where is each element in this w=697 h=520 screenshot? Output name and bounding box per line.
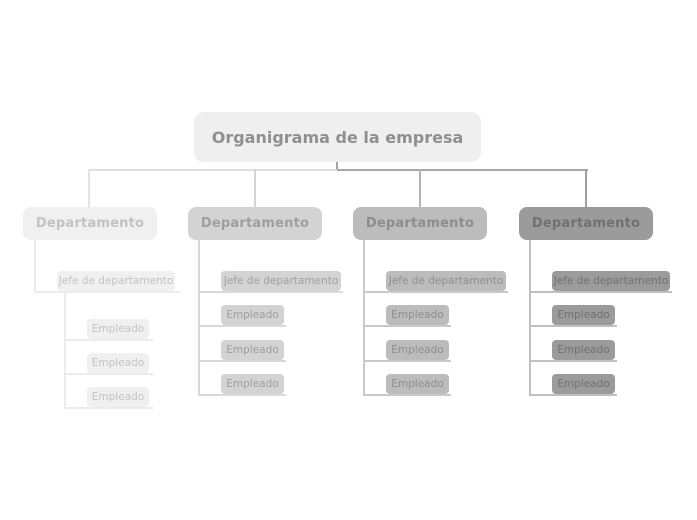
connector-col2-employee-stub bbox=[198, 394, 286, 396]
department-node-3[interactable]: Departamento bbox=[353, 207, 487, 240]
connector-top-horizontal-right bbox=[337, 169, 588, 171]
connector-col4-employee-stub bbox=[529, 325, 617, 327]
connector-col3-trunk bbox=[363, 240, 365, 396]
department-node-4[interactable]: Departamento bbox=[519, 207, 653, 240]
employee-node[interactable]: Empleado bbox=[221, 305, 284, 325]
connector-col2-trunk bbox=[198, 240, 200, 396]
connector-drop-dept-4 bbox=[585, 169, 587, 207]
employee-node[interactable]: Empleado bbox=[87, 353, 149, 373]
connector-col1-trunk-dept bbox=[34, 240, 36, 293]
connector-col2-employee-stub bbox=[198, 360, 286, 362]
connector-col3-manager-stub bbox=[363, 291, 508, 293]
connector-col4-trunk bbox=[529, 240, 531, 396]
employee-node[interactable]: Empleado bbox=[552, 374, 615, 394]
manager-node-2[interactable]: Jefe de departamento bbox=[221, 271, 341, 291]
connector-col1-employee-stub bbox=[64, 373, 153, 375]
employee-node[interactable]: Empleado bbox=[87, 319, 149, 339]
connector-root-stub bbox=[336, 161, 338, 170]
connector-col2-employee-stub bbox=[198, 325, 286, 327]
connector-top-horizontal-left bbox=[88, 169, 337, 171]
connector-col4-employee-stub bbox=[529, 360, 617, 362]
employee-node[interactable]: Empleado bbox=[221, 340, 284, 360]
connector-col4-employee-stub bbox=[529, 394, 617, 396]
connector-col3-employee-stub bbox=[363, 394, 451, 396]
connector-col2-manager-stub bbox=[198, 291, 343, 293]
connector-col1-employee-stub bbox=[64, 407, 153, 409]
employee-node[interactable]: Empleado bbox=[87, 387, 149, 407]
connector-col3-employee-stub bbox=[363, 360, 451, 362]
connector-col1-trunk-manager bbox=[64, 291, 66, 409]
employee-node[interactable]: Empleado bbox=[552, 340, 615, 360]
manager-node-3[interactable]: Jefe de departamento bbox=[386, 271, 506, 291]
connector-drop-dept-2 bbox=[254, 169, 256, 207]
root-node[interactable]: Organigrama de la empresa bbox=[194, 112, 481, 162]
employee-node[interactable]: Empleado bbox=[386, 305, 449, 325]
connector-col3-employee-stub bbox=[363, 325, 451, 327]
connector-col1-employee-stub bbox=[64, 339, 153, 341]
employee-node[interactable]: Empleado bbox=[386, 340, 449, 360]
department-node-1[interactable]: Departamento bbox=[23, 207, 157, 240]
manager-node-4[interactable]: Jefe de departamento bbox=[552, 271, 670, 291]
manager-node-1[interactable]: Jefe de departamento bbox=[57, 271, 175, 291]
connector-col1-manager-stub bbox=[34, 291, 181, 293]
employee-node[interactable]: Empleado bbox=[386, 374, 449, 394]
employee-node[interactable]: Empleado bbox=[552, 305, 615, 325]
connector-col4-manager-stub bbox=[529, 291, 672, 293]
connector-drop-dept-3 bbox=[419, 169, 421, 207]
connector-drop-dept-1 bbox=[88, 169, 90, 207]
employee-node[interactable]: Empleado bbox=[221, 374, 284, 394]
department-node-2[interactable]: Departamento bbox=[188, 207, 322, 240]
